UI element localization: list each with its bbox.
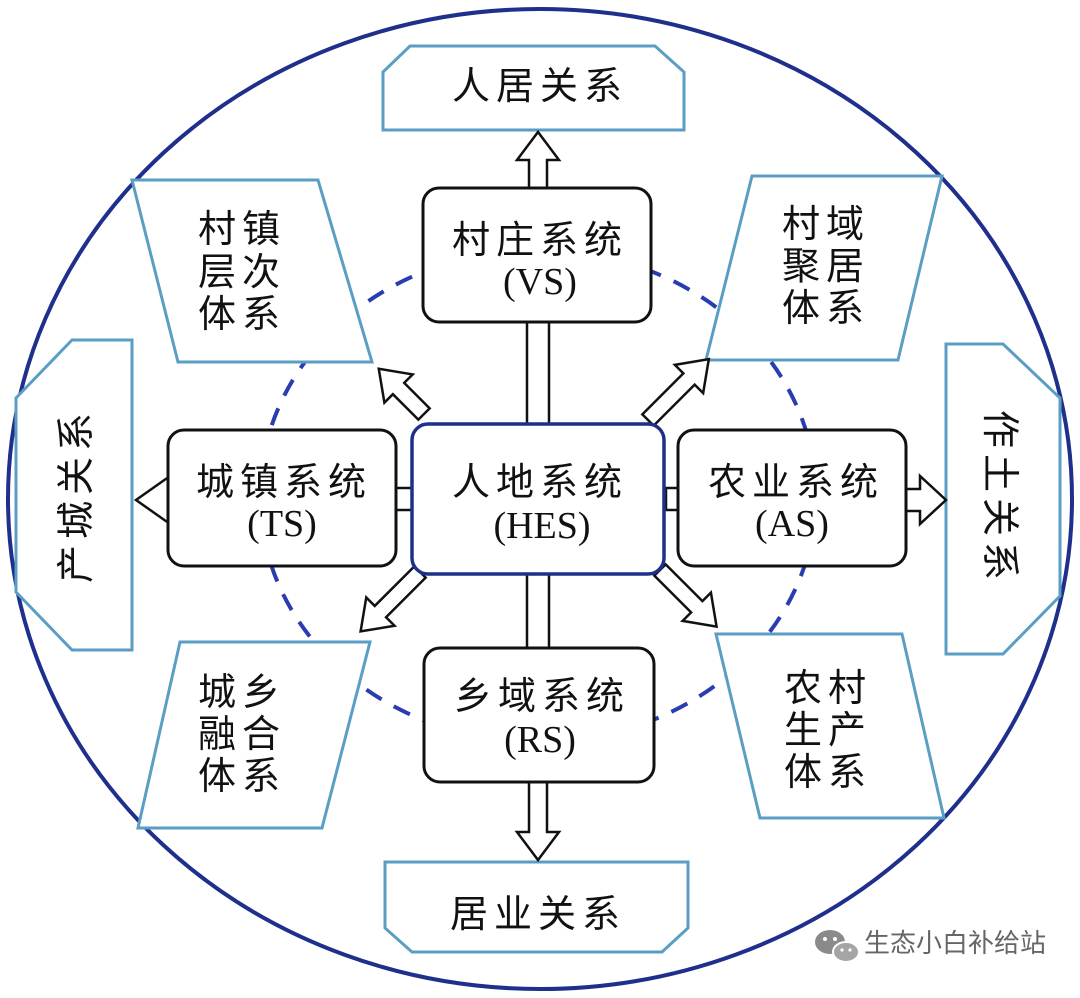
arrow-up [514,129,562,190]
subsystem-left: 城镇系统 (TS) [166,428,398,568]
relation-left: 产城关系 [14,338,134,652]
center-system: 人地系统 (HES) [410,422,666,576]
arrow-right [904,473,948,527]
relation-top-label: 人居关系 [452,64,628,108]
subsystem-top-abbr: (VS) [503,261,577,303]
connector-center-bottom [525,572,551,650]
system-top-right: 村域 聚居 体系 [704,174,944,362]
system-bottom-right-line2: 生产 [784,708,872,752]
connector-center-top [525,320,551,426]
system-bottom-right-line1: 农村 [784,666,872,710]
relation-top: 人居关系 [381,44,686,132]
arrow-bottom-left [359,564,428,633]
system-top-right-line2: 聚居 [782,244,870,288]
watermark-text: 生态小白补给站 [864,929,1046,959]
system-top-left: 村镇 层次 体系 [130,178,375,364]
subsystem-left-name: 城镇系统 [196,460,372,504]
subsystem-bottom-abbr: (RS) [504,719,576,761]
watermark: 生态小白补给站 [815,929,1046,963]
system-top-left-line1: 村镇 [198,207,286,251]
system-bottom-left-line2: 融合 [198,712,286,756]
arrow-down [514,780,562,863]
arrow-top-right [640,357,711,428]
system-top-right-line3: 体系 [782,286,870,330]
center-system-abbr: (HES) [493,505,590,547]
relation-right-label: 作土关系 [978,410,1022,586]
relation-bottom-label: 居业关系 [450,892,626,936]
relation-bottom: 居业关系 [383,860,690,954]
center-system-name: 人地系统 [452,460,628,504]
subsystem-bottom-name: 乡域系统 [454,674,630,718]
relation-right: 作土关系 [944,342,1062,656]
arrow-left [133,473,172,527]
subsystem-top: 村庄系统 (VS) [421,186,653,324]
system-top-left-line2: 层次 [198,250,286,294]
system-top-left-line3: 体系 [198,292,286,336]
system-bottom-right: 农村 生产 体系 [714,632,946,820]
system-bottom-right-line3: 体系 [784,750,872,794]
arrow-top-left [377,367,432,422]
system-bottom-left: 城乡 融合 体系 [136,640,372,830]
system-bottom-left-line3: 体系 [198,754,286,798]
system-bottom-left-line1: 城乡 [198,670,286,714]
wechat-icon [815,930,860,963]
subsystem-left-abbr: (TS) [247,503,317,545]
subsystem-bottom: 乡域系统 (RS) [422,646,656,784]
subsystem-top-name: 村庄系统 [452,218,628,262]
system-top-right-line1: 村域 [782,202,870,246]
relation-left-label: 产城关系 [54,407,98,583]
subsystem-right-abbr: (AS) [755,503,829,545]
subsystem-right: 农业系统 (AS) [676,428,908,568]
subsystem-right-name: 农业系统 [708,460,884,504]
arrow-bottom-right [652,562,719,629]
outer-circle [6,7,1074,991]
